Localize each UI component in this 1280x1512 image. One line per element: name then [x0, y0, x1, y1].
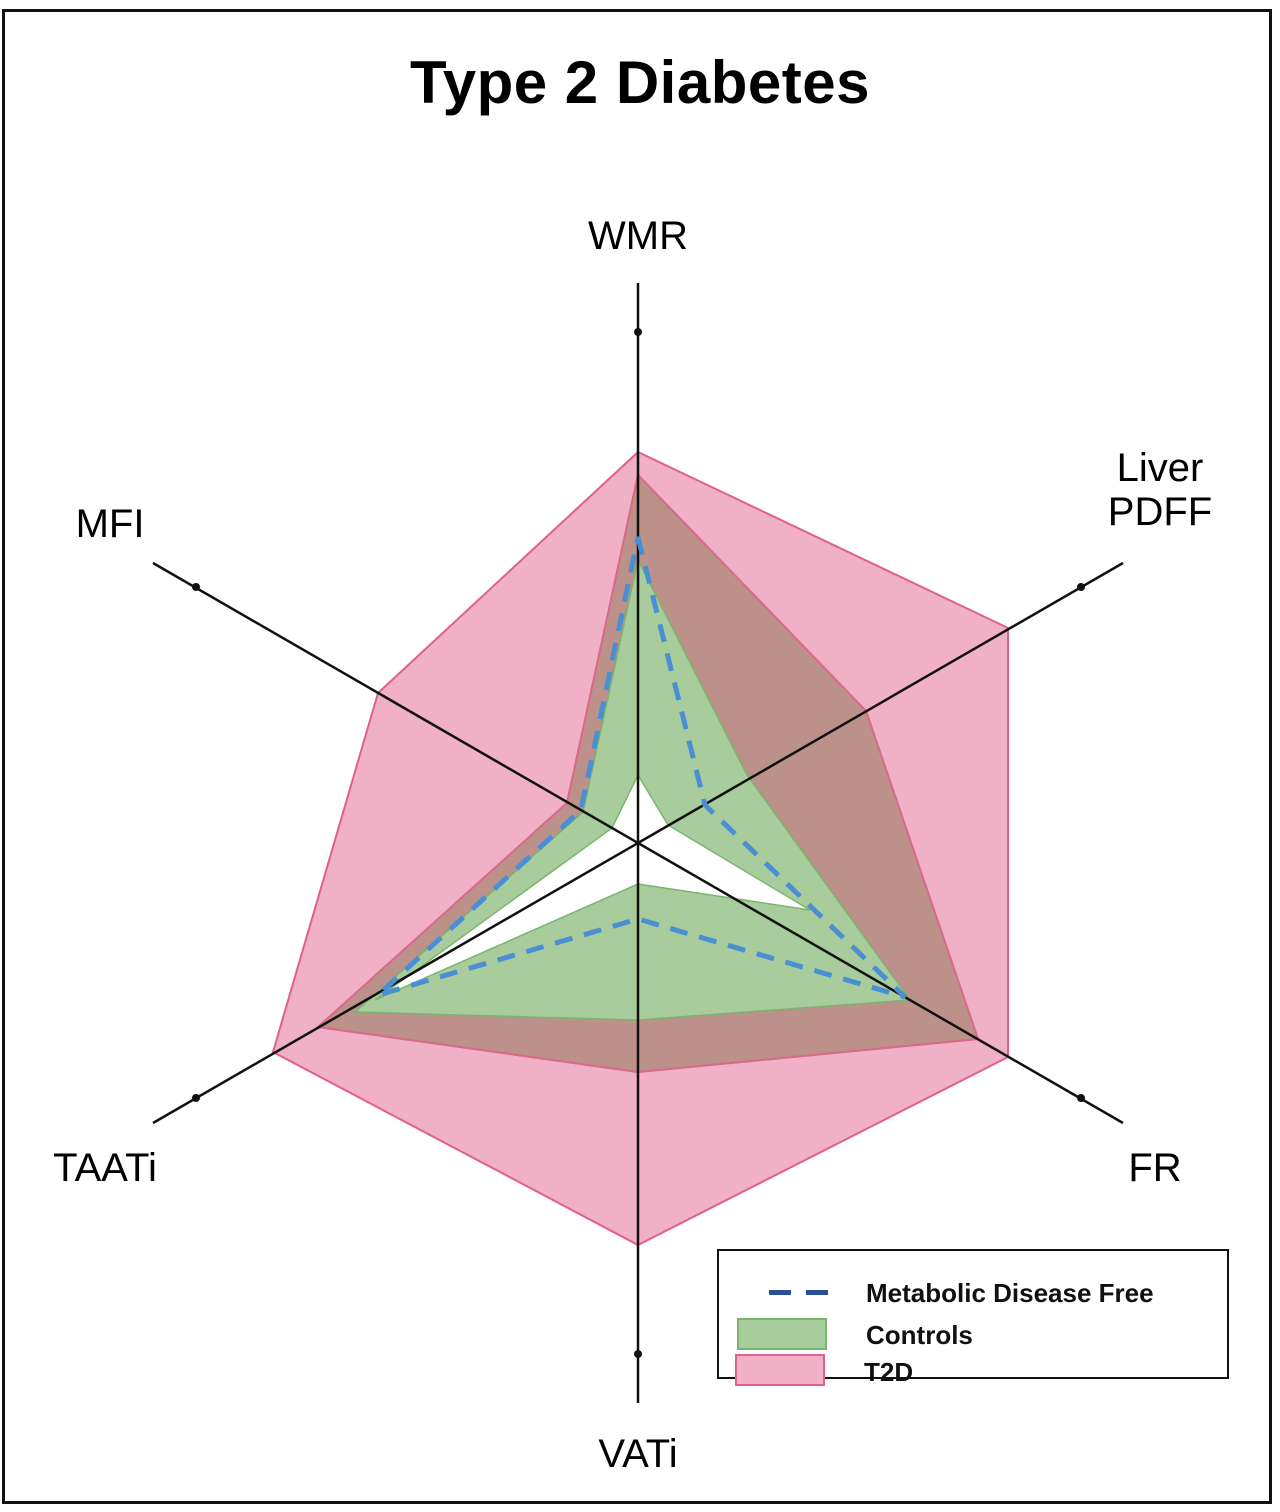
mdf-line: [376, 536, 907, 1000]
axis-label-vati: VATi: [598, 1432, 678, 1476]
axis-label-liver-line1: Liver: [1116, 446, 1204, 490]
axis-taati: [152, 841, 639, 1125]
legend-label: Metabolic Disease Free: [866, 1278, 1154, 1308]
legend-item-controls: Controls: [719, 1318, 1227, 1352]
legend-label: Controls: [866, 1320, 973, 1350]
legend: Metabolic Disease Free Controls: [717, 1249, 1229, 1379]
green-swatch-icon: [737, 1318, 827, 1350]
pink-swatch-icon: [735, 1354, 825, 1386]
legend-item-t2d-row: T2D: [717, 1354, 1229, 1389]
axis-label-liver-line2: PDFF: [1107, 490, 1213, 534]
axis-label-wmr: WMR: [588, 214, 688, 258]
dashed-line-icon: [806, 1290, 828, 1295]
axis-ticks: [192, 328, 1085, 1358]
axis-label-liver-pdff: Liver PDFF: [1085, 446, 1235, 534]
chart-title: Type 2 Diabetes: [410, 49, 870, 116]
dashed-line-icon: [769, 1290, 791, 1295]
axis-fr: [637, 841, 1124, 1125]
axis-label-taati: TAATi: [53, 1146, 157, 1190]
axis-liver-pdff: [637, 561, 1124, 845]
axis-label-mfi: MFI: [75, 502, 145, 546]
axes: [152, 283, 1124, 1403]
legend-label: T2D: [864, 1357, 914, 1387]
axis-mfi: [152, 561, 639, 845]
axis-label-fr: FR: [1128, 1146, 1182, 1190]
legend-item-mdf: Metabolic Disease Free: [719, 1276, 1227, 1310]
